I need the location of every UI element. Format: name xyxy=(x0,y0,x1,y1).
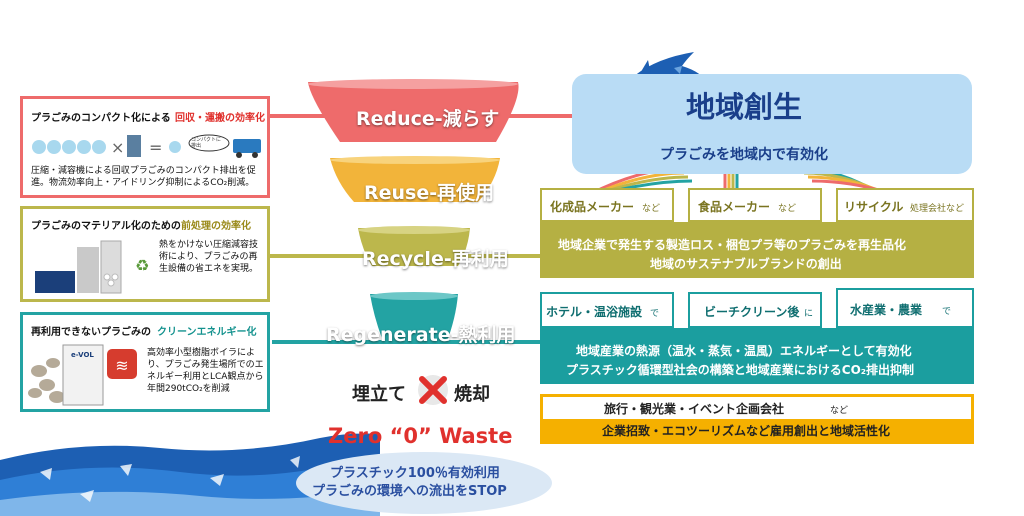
row2-item-fishery-suffix: で xyxy=(942,307,952,317)
row3-line: 企業招致・エコツーリズムなど雇用創出と地域活性化 xyxy=(602,424,891,438)
funnel xyxy=(308,79,519,344)
box-compact-body: 圧縮・減容機による回収プラごみのコンパクト排出を促進。物流効率向上・アイドリング… xyxy=(31,166,256,188)
row1-item-recycle-suffix: 処理会社など xyxy=(910,204,965,214)
funnel-recycle xyxy=(358,228,470,266)
row2-item-beach-suffix: に xyxy=(804,309,814,319)
compact-bubble-text: コンパクトに排出 xyxy=(191,137,222,149)
cross-icon xyxy=(418,375,448,405)
row1-item-chemical-main: 化成品メーカー xyxy=(550,200,635,214)
row2-item-beach: ビーチクリーン後 に xyxy=(688,292,822,328)
box-material-body: 熱をかけない圧縮減容技術により、プラごみの再生設備の省エネを実現。 xyxy=(159,240,259,274)
ocean-wave-image xyxy=(0,433,380,516)
compression-machine-image: ♻ xyxy=(35,240,149,294)
row1-line2: 地域のサステナブルブランドの創出 xyxy=(650,257,842,271)
boiler-logo: e-VOL xyxy=(71,351,94,359)
row2-item-fishery: 水産業・農業 で xyxy=(836,288,974,328)
svg-text:♻: ♻ xyxy=(135,256,149,275)
funnel-label-recycle: Recycle-再利用 xyxy=(362,248,509,270)
row1-line1: 地域企業で発生する製造ロス・梱包プラ等のプラごみを再生品化 xyxy=(558,238,907,252)
svg-text:×: × xyxy=(111,138,124,157)
row2-industry-band xyxy=(540,328,974,384)
regional-revitalization-box xyxy=(572,74,972,174)
row1-item-chemical: 化成品メーカー など xyxy=(540,188,674,222)
info-box-material: プラごみのマテリアル化のための 前処理の効率化 ♻ 熱をかけない圧縮減容技術によ… xyxy=(20,206,270,302)
funnel-label-regenerate: Regenerate-熱利用 xyxy=(326,324,516,346)
row1-item-food: 食品メーカー など xyxy=(688,188,822,222)
box-compact-title-prefix: プラごみのコンパクト化による xyxy=(31,113,171,124)
row3-tourism-box xyxy=(540,394,974,444)
incineration-label: 焼却 xyxy=(454,384,490,405)
zero-waste-title: Zero “0” Waste xyxy=(328,424,513,448)
row1-item-recycle-main: リサイクル xyxy=(844,200,904,214)
info-box-energy: 再利用できないプラごみの クリーンエネルギー化 ≋ e-VOL 高効率小型樹脂ボ… xyxy=(20,312,270,412)
box-energy-title-prefix: 再利用できないプラごみの xyxy=(31,327,151,338)
row3-suffix: など xyxy=(830,406,849,416)
box-energy-title-highlight: クリーンエネルギー化 xyxy=(157,327,257,338)
row2-item-hotel-suffix: で xyxy=(650,309,660,319)
region-title: 地域創生 xyxy=(686,90,803,124)
row2-line1: 地域産業の熱源（温水・蒸気・温風）エネルギーとして有効化 xyxy=(576,344,912,358)
row1-item-recycle: リサイクル 処理会社など xyxy=(836,188,974,222)
svg-text:=: = xyxy=(149,138,162,157)
info-box-compact: プラごみのコンパクト化による 回収・運搬の効率化 × = コンパクトに排出 圧縮… xyxy=(20,96,270,198)
box-compact-title-highlight: 回収・運搬の効率化 xyxy=(175,113,265,124)
landfill-label: 埋立て xyxy=(352,384,406,405)
box-material-title-prefix: プラごみのマテリアル化のための xyxy=(31,221,181,232)
zero-waste-cloud xyxy=(296,452,552,514)
box-energy-body: 高効率小型樹脂ボイラにより、プラごみ発生場所でのエネルギー利用とLCA観点から年… xyxy=(147,348,264,394)
funnel-label-reuse: Reuse-再使用 xyxy=(364,182,495,204)
row1-item-chemical-suffix: など xyxy=(642,204,661,214)
zero-waste-line1: プラスチック100％有効利用 xyxy=(330,466,500,481)
boiler-image: ≋ xyxy=(28,344,137,406)
zero-waste-line2: プラごみの環境への流出をSTOP xyxy=(312,484,507,499)
funnel-label-reduce: Reduce-減らす xyxy=(356,108,500,130)
funnel-reduce xyxy=(308,82,519,142)
row1-industry-band xyxy=(540,222,974,278)
row2-item-hotel: ホテル・温浴施設 で xyxy=(540,292,674,328)
funnel-regenerate xyxy=(370,294,458,344)
row2-item-fishery-main: 水産業・農業 xyxy=(850,303,923,317)
compact-process-icons: × = xyxy=(32,134,261,158)
row2-line2: プラスチック循環型社会の構築と地域産業におけるCO₂排出抑制 xyxy=(566,363,915,377)
row2-item-hotel-main: ホテル・温浴施設 xyxy=(546,305,643,319)
region-subtitle: プラごみを地域内で有効化 xyxy=(660,147,828,163)
row3-main: 旅行・観光業・イベント企画会社 xyxy=(604,402,785,416)
row2-item-beach-main: ビーチクリーン後 xyxy=(704,305,800,319)
row3-band xyxy=(543,419,971,441)
row1-item-food-suffix: など xyxy=(778,204,797,214)
row1-item-food-main: 食品メーカー xyxy=(698,200,771,214)
svg-text:≋: ≋ xyxy=(115,356,128,375)
box-material-title-highlight: 前処理の効率化 xyxy=(181,221,251,232)
funnel-reuse xyxy=(330,158,500,202)
